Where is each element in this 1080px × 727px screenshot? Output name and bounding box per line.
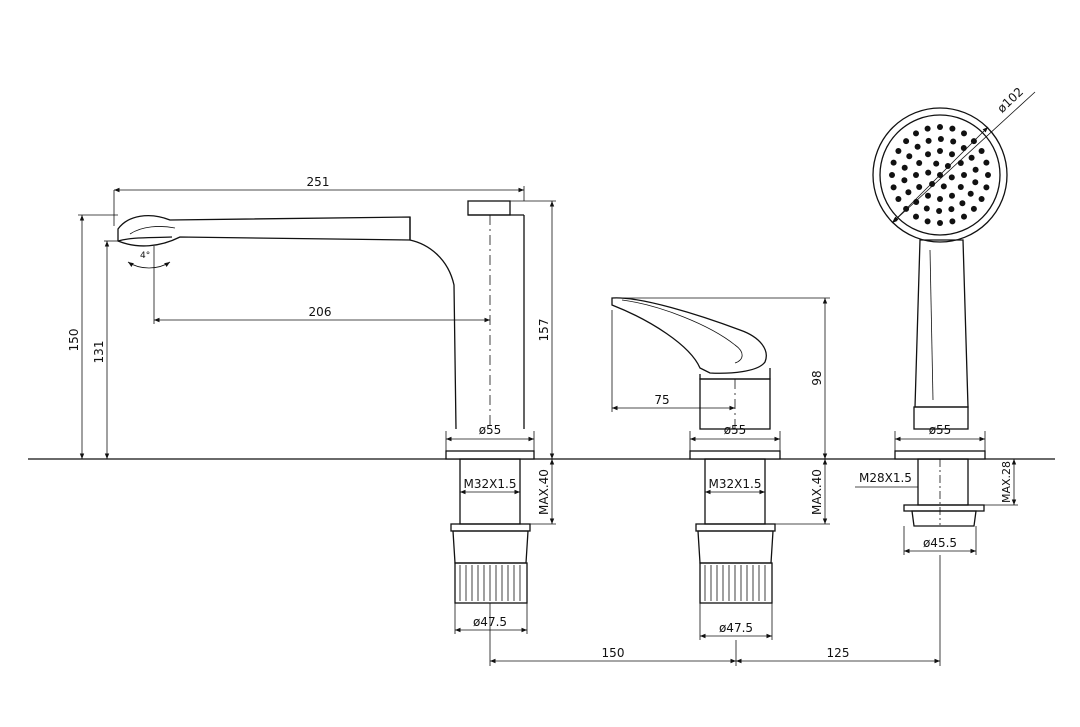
nozzle-dot xyxy=(890,159,897,166)
nozzle-dot xyxy=(957,184,964,190)
dim-spout-angle: 4° xyxy=(140,251,150,261)
nozzle-dot xyxy=(950,138,957,145)
nozzle-dot xyxy=(967,190,974,197)
nozzle-dot xyxy=(936,208,943,214)
nozzle-dot xyxy=(978,148,985,154)
dim-mixer-thread: M32X1.5 xyxy=(709,477,762,491)
shower-shank xyxy=(917,458,969,506)
dim-shower-nut-dia: ø45.5 xyxy=(923,536,957,550)
nozzle-dot xyxy=(968,154,975,161)
nozzle-dot xyxy=(916,184,923,190)
nozzle-dot xyxy=(959,200,966,207)
nozzle-dot xyxy=(970,205,977,212)
dim-shower-thread: M28X1.5 xyxy=(859,471,912,485)
dim-spout-max: MAX.40 xyxy=(537,469,551,515)
dim-shower-max: MAX.28 xyxy=(1000,461,1013,503)
dim-spout-reach: 206 xyxy=(309,305,332,319)
nozzle-dot xyxy=(901,164,908,171)
nozzle-dot xyxy=(949,151,955,158)
spout-nut xyxy=(454,562,528,604)
nozzle-dot xyxy=(890,184,897,191)
mixer-valve: 75 98 ø55 M32X1.5 MAX.40 ø47.5 xyxy=(611,297,830,640)
shower-nut xyxy=(911,510,977,527)
nozzle-dot xyxy=(948,174,955,181)
nozzle-dot xyxy=(924,218,931,225)
nozzle-dot xyxy=(983,184,990,191)
nozzle-dot xyxy=(903,138,910,145)
dim-spout-inner-height: 131 xyxy=(92,341,106,364)
nozzle-dot xyxy=(905,189,912,196)
mixer-shank xyxy=(704,458,766,525)
nozzle-dot xyxy=(983,159,990,166)
dim-mixer-max: MAX.40 xyxy=(810,469,824,515)
shower-head-outer xyxy=(872,107,1008,243)
shower-handle xyxy=(914,239,969,408)
nozzle-dot xyxy=(923,205,930,212)
nozzle-dot xyxy=(978,196,985,202)
nozzle-dot xyxy=(937,136,944,142)
nozzle-dot xyxy=(895,196,902,202)
nozzle-dot xyxy=(961,130,967,137)
nozzle-dot xyxy=(957,160,964,166)
bath-spout: 251 150 131 157 206 4° ø55 M32X1.5 MAX.4… xyxy=(67,175,556,634)
dim-spacing-left: 150 xyxy=(602,646,625,660)
nozzle-dot xyxy=(925,137,932,144)
nozzle-dot xyxy=(901,177,908,184)
spout-shank xyxy=(459,458,521,525)
nozzle-dot xyxy=(914,143,921,150)
nozzle-dot xyxy=(924,125,931,132)
dim-shower-head-dia: ø102 xyxy=(994,85,1026,116)
nozzle-dot xyxy=(949,192,955,199)
nozzle-dot xyxy=(889,172,895,178)
nozzle-dot xyxy=(972,166,979,173)
spacing-dimensions: 150 125 xyxy=(489,555,941,666)
dim-mixer-nut-dia: ø47.5 xyxy=(719,621,753,635)
nozzle-dot xyxy=(913,199,920,205)
nozzle-dot xyxy=(937,124,943,130)
dim-spout-height: 150 xyxy=(67,329,81,352)
dim-spacing-right: 125 xyxy=(827,646,850,660)
nozzle-dot xyxy=(925,151,931,158)
nozzle-dot xyxy=(913,213,919,220)
nozzle-dot xyxy=(933,160,940,167)
spout-base-plate xyxy=(445,450,535,460)
dim-mixer-height: 98 xyxy=(810,370,824,385)
spout-top-cap xyxy=(467,200,511,216)
nozzle-dot xyxy=(925,169,932,176)
shower-head-inner xyxy=(879,114,1001,236)
nozzle-dot xyxy=(895,148,902,154)
nozzle-dot xyxy=(961,172,967,178)
nozzle-dot xyxy=(948,206,955,213)
dim-mixer-handle: 75 xyxy=(654,393,669,407)
nozzle-dot xyxy=(925,192,931,199)
dim-spout-thread: M32X1.5 xyxy=(464,477,517,491)
nozzle-dot xyxy=(937,196,943,202)
nozzle-dot xyxy=(940,183,947,190)
nozzle-dot xyxy=(960,145,967,151)
nozzle-dot xyxy=(913,130,919,137)
nozzle-dot xyxy=(961,213,967,220)
nozzle-dot xyxy=(949,218,956,225)
nozzle-dot xyxy=(949,125,956,132)
mixer-lever xyxy=(611,297,767,374)
nozzle-dot xyxy=(913,172,919,178)
nozzle-dot xyxy=(916,160,923,166)
nozzle-dot xyxy=(985,172,991,178)
nozzle-dot xyxy=(937,148,943,154)
mixer-base-plate xyxy=(689,450,781,460)
nozzle-dot xyxy=(906,153,913,160)
dim-mixer-base-dia: ø55 xyxy=(724,423,747,437)
nozzle-dot xyxy=(937,220,943,226)
dim-shower-base-dia: ø55 xyxy=(929,423,952,437)
nozzle-dot xyxy=(972,179,979,186)
shower-base-plate xyxy=(894,450,986,460)
spout-body xyxy=(117,214,411,247)
mixer-nut xyxy=(699,562,773,604)
nozzle-dot xyxy=(944,163,951,169)
dim-spout-base-dia: ø55 xyxy=(479,423,502,437)
dim-spout-total-height: 157 xyxy=(537,319,551,342)
dim-spout-length: 251 xyxy=(307,175,330,189)
hand-shower: ø55 M28X1.5 MAX.28 ø45.5 ø102 xyxy=(855,85,1036,555)
